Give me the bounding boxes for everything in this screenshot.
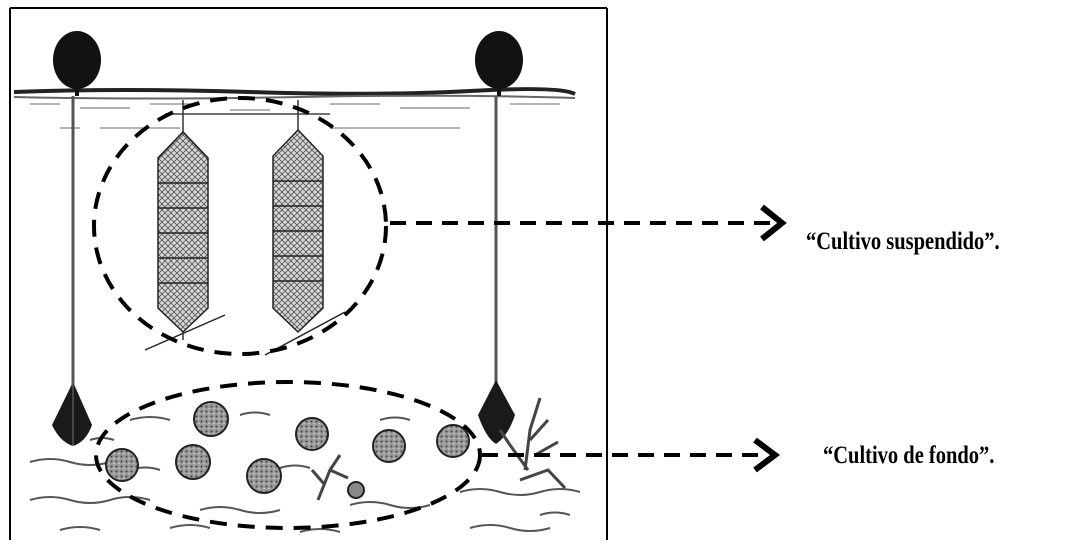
bottom-scallops <box>106 402 469 498</box>
lantern-net-left <box>145 100 225 350</box>
arrow-suspended <box>390 207 782 239</box>
left-buoy-mooring <box>52 31 101 446</box>
suspended-culture-highlight <box>94 98 386 354</box>
right-buoy-mooring <box>475 31 523 444</box>
bottom-culture-label: “Cultivo de fondo”. <box>823 442 994 470</box>
suspended-culture-label: “Cultivo suspendido”. <box>806 228 1000 256</box>
lantern-net-right <box>265 100 345 355</box>
